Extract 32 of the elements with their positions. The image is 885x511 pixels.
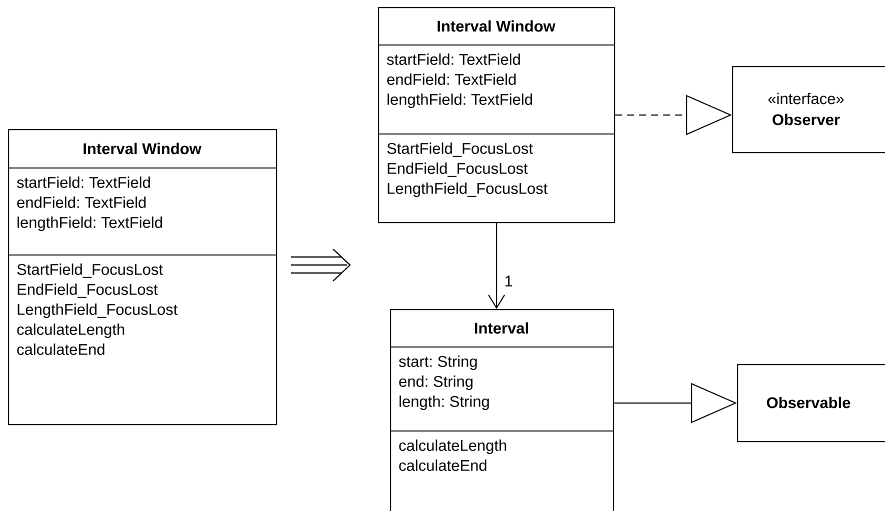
operation: calculateEnd [17, 344, 104, 355]
attribute: end: String [399, 376, 472, 390]
class-box [378, 7, 616, 224]
class-name: Interval [474, 322, 528, 334]
attribute: endField: TextField [17, 196, 146, 208]
class-name: Observer [772, 114, 840, 126]
attribute: startField: TextField [386, 54, 520, 65]
operation: calculateLength [399, 440, 506, 454]
operation: calculateLength [17, 324, 124, 338]
multiplicity-label: 1 [505, 276, 512, 286]
attribute: start: String [398, 356, 477, 370]
attribute: endField: TextField [387, 74, 516, 85]
attribute: startField: TextField [16, 176, 150, 188]
stereotype: «interface» [768, 92, 844, 104]
operation: LengthField_FocusLost [388, 182, 548, 197]
attribute: lengthField: TextField [18, 216, 162, 231]
class-name: Observable [766, 396, 850, 408]
operation: StartField_FocusLost [387, 142, 533, 157]
operation: LengthField_FocusLost [18, 304, 178, 318]
class-box [8, 129, 278, 426]
class-box [390, 309, 614, 511]
operation: EndField_FocusLost [18, 284, 158, 298]
attribute: length: String [400, 396, 489, 410]
operation: EndField_FocusLost [388, 162, 528, 177]
class-name: Interval Window [438, 20, 556, 32]
operation: StartField_FocusLost [17, 264, 163, 278]
association-arrow [488, 223, 506, 309]
operation: calculateEnd [399, 460, 486, 471]
class-box [737, 364, 885, 442]
attribute: lengthField: TextField [388, 94, 532, 108]
class-name: Interval Window [84, 142, 202, 154]
interface-box [732, 66, 885, 154]
